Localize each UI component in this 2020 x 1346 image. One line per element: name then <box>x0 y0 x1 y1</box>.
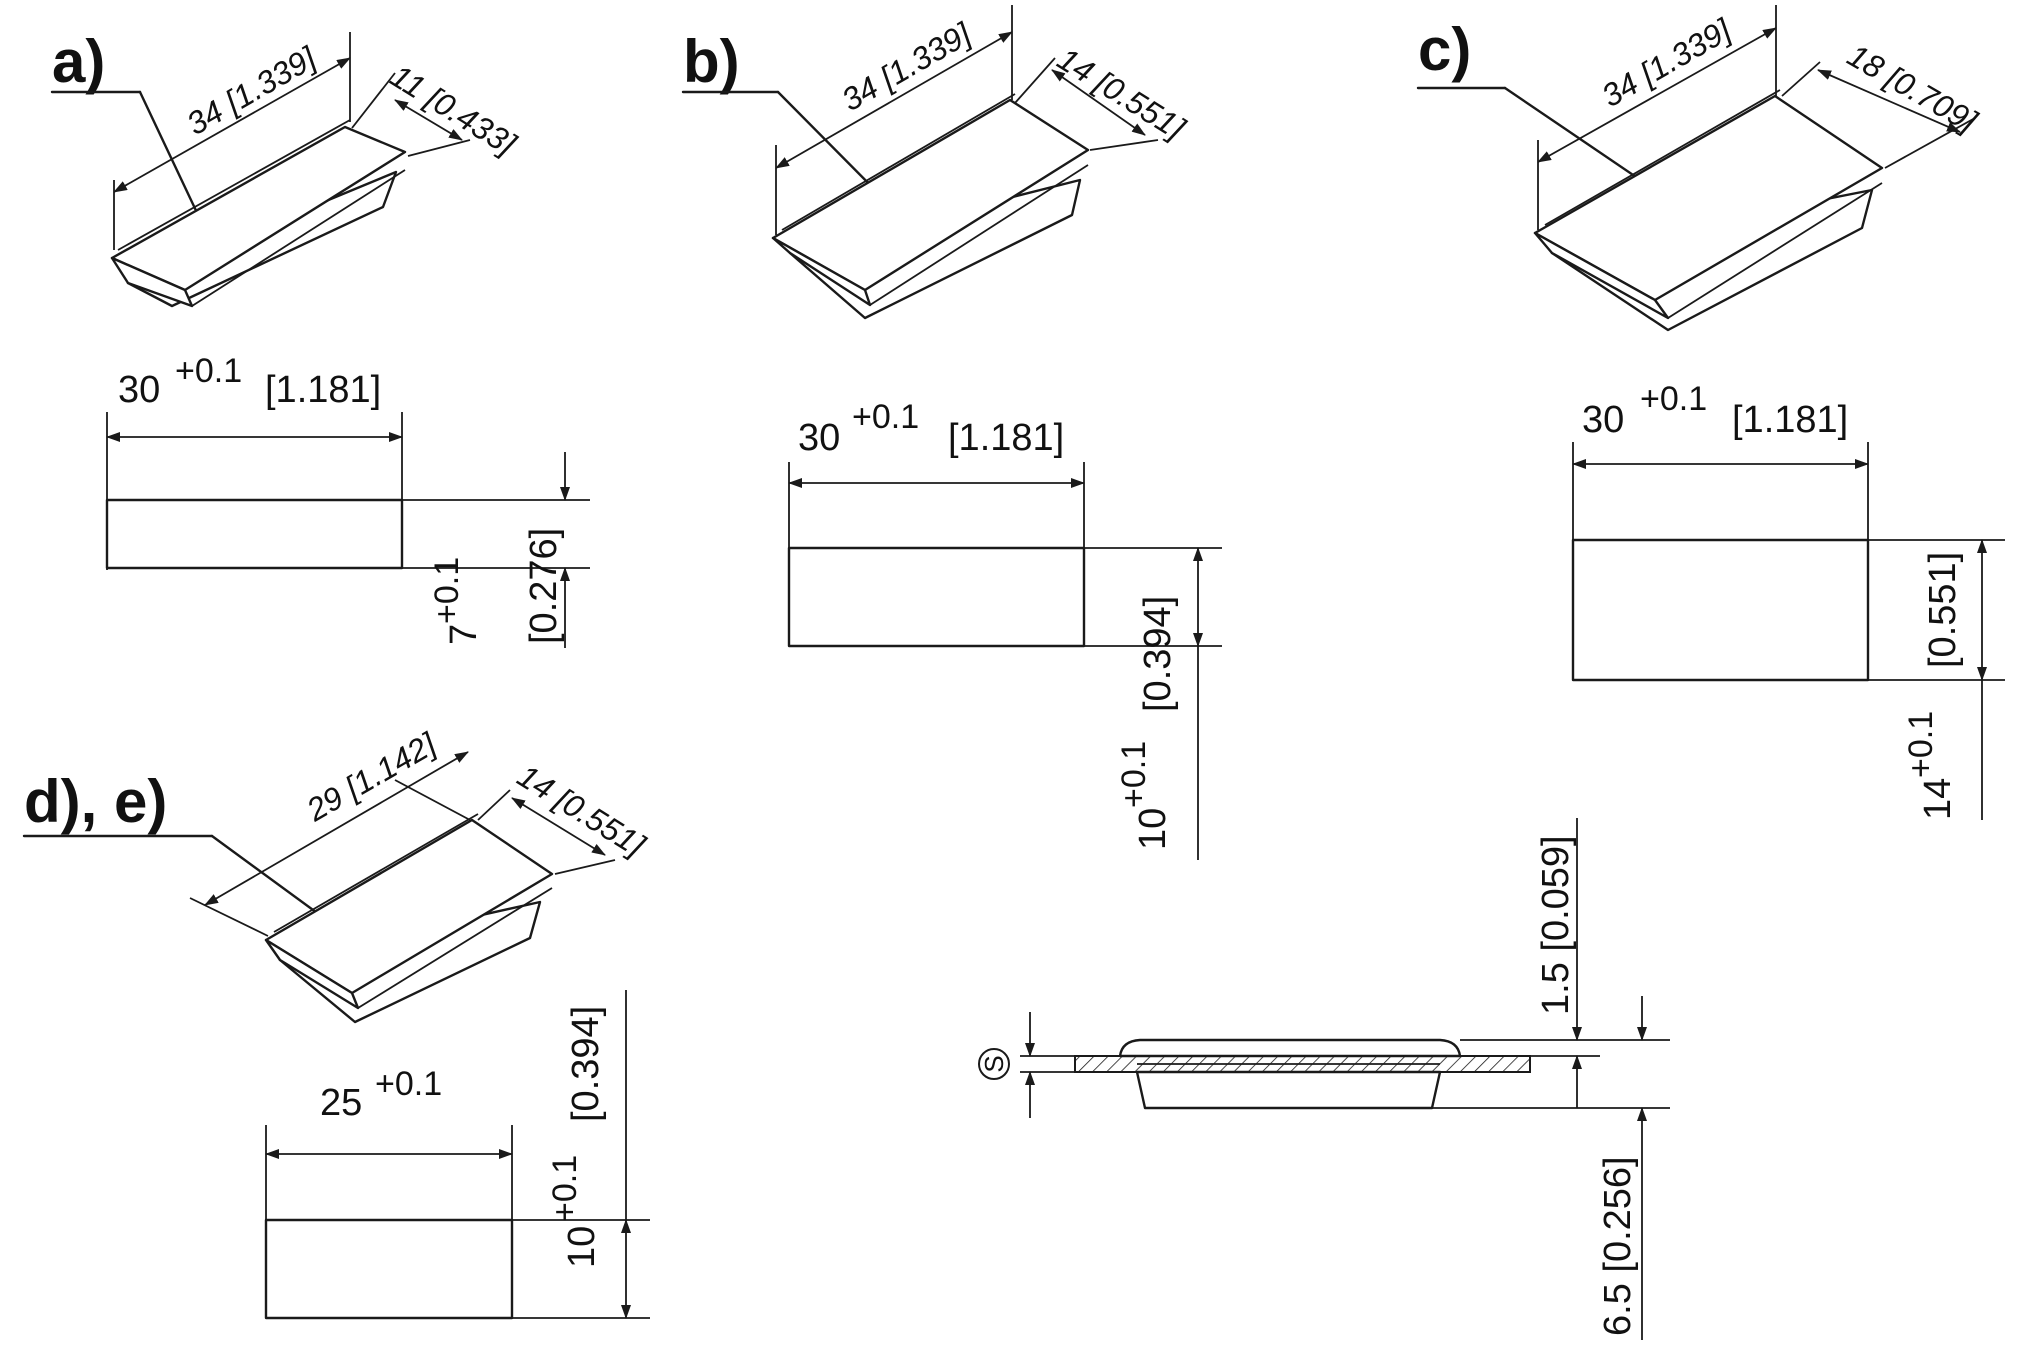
variant-c-w-inch: [1.181] <box>1732 399 1848 441</box>
variant-b-ext-line <box>1089 139 1159 151</box>
variant-c-cap-front <box>1667 182 1883 319</box>
variant-b-ext-line <box>1014 57 1056 104</box>
variant-b-w-tolerance: +0.1 <box>852 398 919 436</box>
variant-b-length-dim <box>775 31 1013 169</box>
variant-c-label: c) <box>1418 16 1471 83</box>
variant-b-w-nominal: 30 <box>798 417 840 459</box>
variant-c-length-text: 34 [1.339] <box>1596 11 1738 114</box>
variant-b-cutout: 30 +0.1 [1.181] 10 +0.1 [0.394] <box>787 398 1222 860</box>
variant-c-h-inch: [0.551] <box>1922 552 1964 668</box>
variant-a-length-text: 34 [1.339] <box>181 39 323 142</box>
variant-de-w-nominal: 25 <box>320 1082 362 1124</box>
variant-b-width-text: 14 [0.551] <box>1051 40 1192 147</box>
variant-de-ext-line <box>554 859 616 875</box>
variant-a-isometric: a) 34 [1.339] 11 [0.433] <box>50 28 523 308</box>
variant-b-length-text: 34 [1.339] <box>836 15 978 118</box>
variant-de-ext-line <box>477 789 511 821</box>
variant-b-h-nominal: 10 <box>1132 808 1174 850</box>
section-cap <box>1118 1038 1462 1058</box>
variant-b-isometric: b) 34 [1.339] 14 [0.551] <box>681 5 1192 320</box>
variant-a-h-nominal: 7 <box>443 624 485 645</box>
variant-a-width-dim <box>394 99 463 141</box>
variant-a-w-nominal: 30 <box>118 369 160 411</box>
variant-a-length-dim <box>113 57 351 193</box>
variant-c-w-tolerance: +0.1 <box>1640 380 1707 418</box>
variant-de-width-dim <box>511 797 606 856</box>
variant-de-isometric: d), e) 29 [1.142] 14 [0.551] <box>22 725 652 1024</box>
variant-c-cutout-rect <box>1571 538 1870 682</box>
variant-b-cutout-rect <box>787 546 1086 648</box>
variant-a-cutout-rect <box>105 498 404 570</box>
variant-b-width-dim <box>1051 69 1146 136</box>
variant-b-h-tolerance: +0.1 <box>1115 741 1153 808</box>
variant-a-w-tolerance: +0.1 <box>175 352 242 390</box>
variant-a-label: a) <box>52 28 105 95</box>
variant-a-w-inch: [1.181] <box>265 369 381 411</box>
section-body <box>1135 1070 1442 1110</box>
depth-text: 6.5 [0.256] <box>1597 1156 1639 1336</box>
variant-a-cap-front <box>191 169 406 307</box>
variant-de-length-dim <box>204 751 469 906</box>
variant-c-isometric: c) 34 [1.339] 18 [0.709] <box>1416 5 1984 332</box>
variant-de-ext-line <box>189 897 269 937</box>
variant-de-w-tolerance: +0.1 <box>375 1065 442 1103</box>
variant-c-h-tolerance: +0.1 <box>1902 711 1940 778</box>
variant-de-ext-line <box>394 779 471 821</box>
variant-c-length-dim <box>1537 27 1777 163</box>
variant-c-ext-line <box>1781 61 1821 97</box>
variant-de-cap-front <box>357 887 553 1009</box>
variant-a-width-text: 11 [0.433] <box>384 57 523 162</box>
variant-a-h-inch: [0.276] <box>523 528 565 644</box>
thickness-symbol-circle <box>978 1048 1010 1080</box>
flange-text: 1.5 [0.059] <box>1535 835 1577 1015</box>
variant-de-h-tolerance: +0.1 <box>546 1155 584 1222</box>
variant-de-cutout-rect <box>264 1218 514 1320</box>
variant-a-cutout: 30 +0.1 [1.181] 7 +0.1 [0.276] <box>105 352 590 648</box>
variant-a-ext-line <box>407 139 471 157</box>
variant-de-h-inch: [0.394] <box>565 1006 607 1122</box>
section-view: S 1.5 [0.059] 6.5 [0.256] <box>978 818 1670 1340</box>
variant-c-width-dim <box>1817 69 1961 133</box>
variant-de-h-nominal: 10 <box>561 1226 603 1268</box>
variant-c-cutout: 30 +0.1 [1.181] 14 +0.1 [0.551] <box>1571 380 2005 820</box>
variant-b-cap-front <box>869 164 1089 306</box>
variant-de-cutout: 25 +0.1 10 +0.1 [0.394] <box>264 990 650 1320</box>
variant-c-width-text: 18 [0.709] <box>1842 37 1984 140</box>
variant-de-length-text: 29 [1.142] <box>300 725 443 828</box>
variant-b-w-inch: [1.181] <box>948 417 1064 459</box>
variant-c-w-nominal: 30 <box>1582 399 1624 441</box>
variant-b-label: b) <box>683 28 740 95</box>
variant-c-h-nominal: 14 <box>1917 778 1959 820</box>
variant-a-h-tolerance: +0.1 <box>428 557 466 624</box>
variant-b-h-inch: [0.394] <box>1137 596 1179 712</box>
variant-de-label: d), e) <box>24 768 167 835</box>
variant-a-ext-line <box>351 72 396 129</box>
thickness-symbol: S <box>979 1055 1009 1072</box>
